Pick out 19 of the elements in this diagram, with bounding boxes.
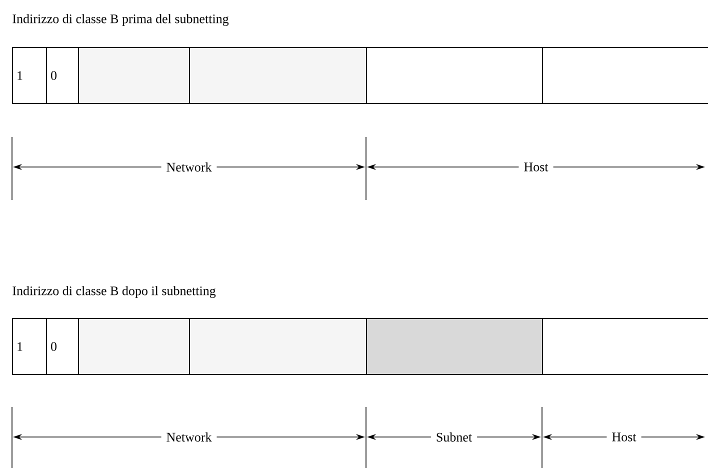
- field-box: [542, 47, 708, 104]
- bit-field: 0: [46, 47, 79, 104]
- field-box: [78, 47, 190, 104]
- field-box: [189, 47, 367, 104]
- field-box: [78, 318, 190, 375]
- dimension-label: Host: [518, 162, 554, 172]
- heading: Indirizzo di classe B prima del subnetting: [12, 14, 229, 26]
- field-box: [366, 47, 543, 104]
- heading: Indirizzo di classe B dopo il subnetting: [12, 286, 216, 298]
- field-box: [189, 318, 367, 375]
- bit-field: 1: [12, 318, 47, 375]
- dimension-label: Subnet: [430, 431, 478, 443]
- bit-field: 0: [46, 318, 79, 375]
- dimension-label: Host: [606, 432, 642, 442]
- bit-field: 1: [12, 47, 47, 104]
- dimension-label: Network: [161, 161, 217, 173]
- dimension-label: Network: [161, 431, 217, 443]
- field-box: [366, 318, 543, 375]
- field-box: [542, 318, 708, 375]
